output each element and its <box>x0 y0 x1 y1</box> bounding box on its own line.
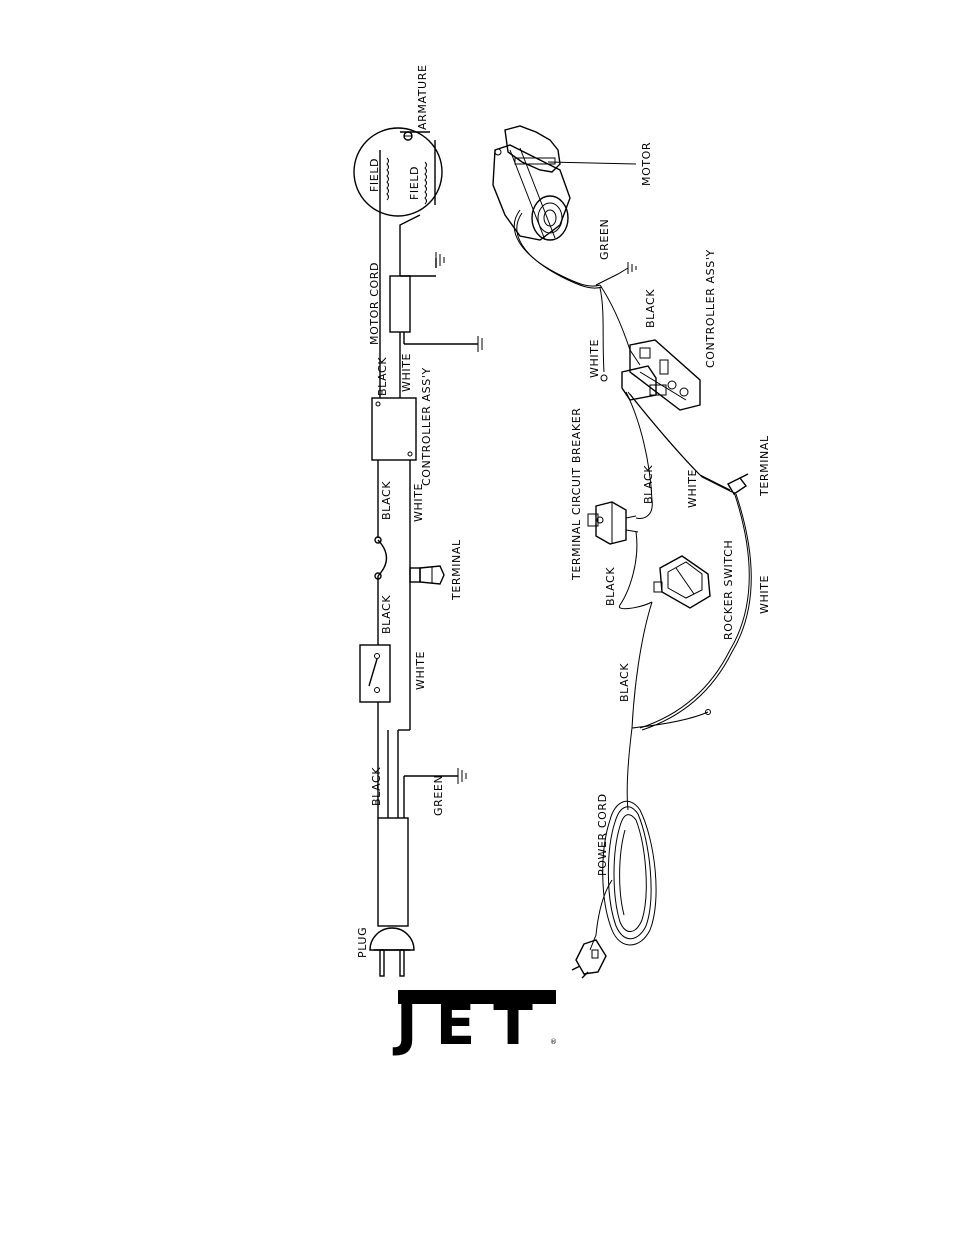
schematic-terminal-label: TERMINAL <box>450 539 463 601</box>
pictorial-black-1-label: BLACK <box>644 289 657 328</box>
pictorial-rocker-switch-label: ROCKER SWITCH <box>722 540 735 640</box>
pictorial-black-3-label: BLACK <box>604 567 617 606</box>
schematic-black-2-label: BLACK <box>380 481 393 520</box>
schematic-black-1-label: BLACK <box>376 357 389 396</box>
ground-symbol-cord <box>478 336 482 352</box>
schematic-armature-label: ARMATURE <box>416 65 429 131</box>
schematic-controller-label: CONTROLLER ASS'Y <box>420 367 433 486</box>
pictorial-ground-icon <box>628 262 636 274</box>
ground-symbol-plug <box>458 768 466 784</box>
plug-cord-body <box>378 818 408 926</box>
wiring-pictorial: MOTOR GREEN BLACK WHITE CONTROLLE <box>493 126 771 978</box>
armature-icon <box>404 132 412 140</box>
ground-symbol-motor <box>436 252 444 268</box>
pictorial-terminal-label: TERMINAL <box>758 435 771 497</box>
pictorial-white-3-label: WHITE <box>758 575 771 614</box>
schematic-white-3-label: WHITE <box>414 651 427 690</box>
circuit-breaker-symbol <box>375 537 387 579</box>
rocker-switch-icon <box>654 556 710 608</box>
switch-symbol <box>360 645 390 702</box>
jet-logo: JET ® <box>392 990 558 1058</box>
motor-cord-sleeve <box>390 276 410 332</box>
wiring-schematic: FIELD FIELD ARMATURE MOTOR CORD BLACK WH… <box>354 65 482 977</box>
pictorial-white-1-label: WHITE <box>588 339 601 378</box>
circuit-breaker-icon <box>588 502 638 544</box>
pictorial-green-label: GREEN <box>598 219 611 260</box>
pictorial-black-2-label: BLACK <box>642 465 655 504</box>
pictorial-plug-icon <box>572 940 606 978</box>
schematic-field-bottom-label: FIELD <box>408 166 421 200</box>
schematic-motor-cord-label: MOTOR CORD <box>368 262 381 345</box>
plug-icon <box>370 928 414 976</box>
motor-icon <box>493 126 570 240</box>
schematic-black-4-label: BLACK <box>370 767 383 806</box>
schematic-black-3-label: BLACK <box>380 595 393 634</box>
schematic-white-1-label: WHITE <box>400 353 413 392</box>
pictorial-motor-label: MOTOR <box>640 142 653 186</box>
logo-text: JET <box>392 990 551 1058</box>
logo-registered-mark: ® <box>550 1038 558 1046</box>
pictorial-power-cord-label: POWER CORD <box>596 793 609 876</box>
pictorial-black-4-label: BLACK <box>618 663 631 702</box>
pictorial-white-2-label: WHITE <box>686 469 699 508</box>
motor-circle-symbol: FIELD FIELD ARMATURE <box>354 65 442 217</box>
schematic-white-2-label: WHITE <box>412 483 425 522</box>
schematic-field-top-label: FIELD <box>368 158 381 192</box>
schematic-controller-box <box>372 398 416 460</box>
schematic-green-label: GREEN <box>432 775 445 816</box>
pictorial-controller-label: CONTROLLER ASS'Y <box>704 249 717 368</box>
schematic-plug-label: PLUG <box>356 927 369 958</box>
terminal-symbol <box>410 566 444 584</box>
pictorial-circuit-breaker-label: TERMINAL CIRCUIT BREAKER <box>570 407 583 581</box>
